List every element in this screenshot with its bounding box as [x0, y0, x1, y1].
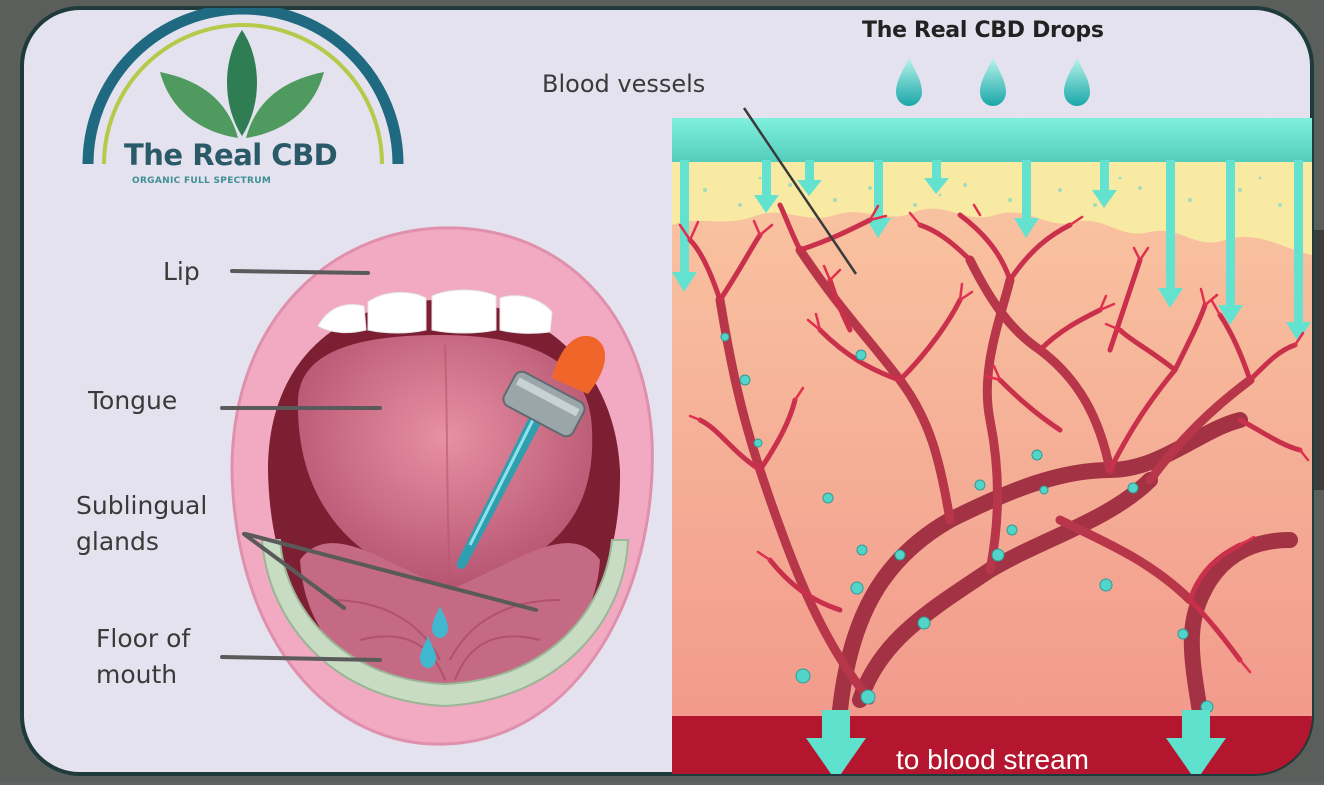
drop-absorption-band: [672, 118, 1312, 162]
logo-name: The Real CBD: [124, 138, 337, 172]
drops-title: The Real CBD Drops: [862, 18, 1104, 43]
floor-label-line1: Floor of: [96, 623, 190, 655]
mouth-illustration: [232, 228, 652, 744]
tongue-label: Tongue: [88, 385, 177, 417]
lip-label: Lip: [163, 256, 200, 288]
sublingual-label-line1: Sublingual: [76, 490, 207, 522]
lip-pointer: [232, 271, 368, 273]
sublingual-label-line2: glands: [76, 526, 159, 558]
logo-tagline: ORGANIC FULL SPECTRUM: [132, 176, 271, 186]
blood-vessels-label: Blood vessels: [542, 68, 705, 100]
blood-stream-label: to blood stream: [896, 744, 1089, 776]
tissue-cross-section: [672, 118, 1312, 781]
floor-label-line2: mouth: [96, 659, 177, 691]
